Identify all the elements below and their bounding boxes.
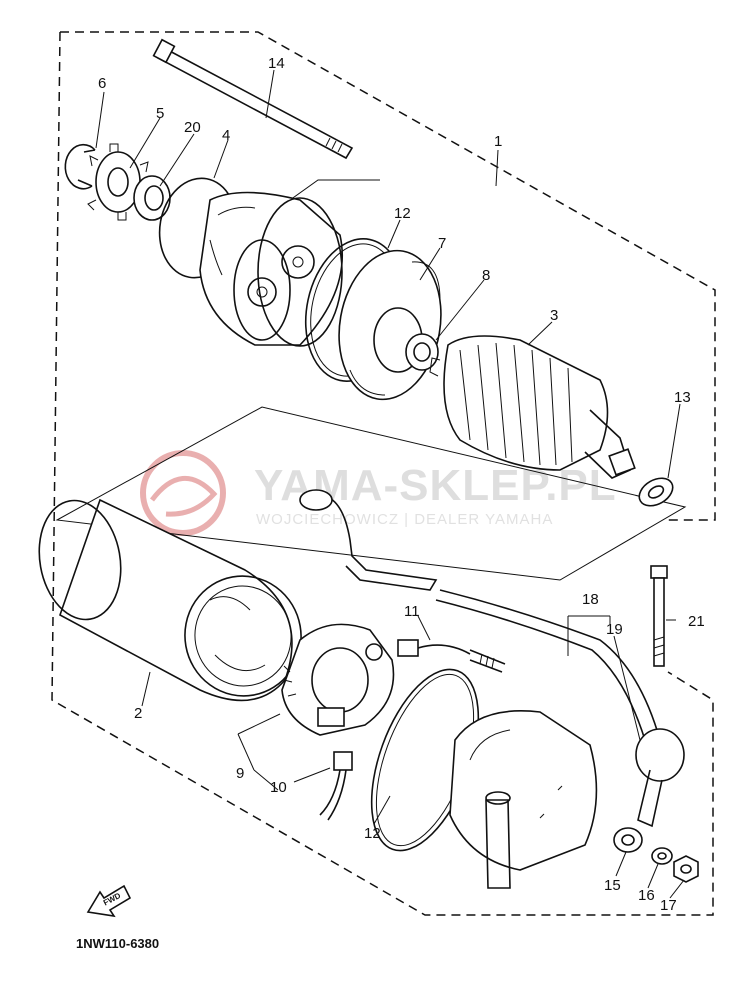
part-label-15: 15 [604,877,621,894]
part-label-9: 9 [236,765,244,782]
part-label-2: 2 [134,705,142,722]
part-labels: 1 2 3 4 5 6 7 8 9 10 11 12 12 13 14 15 1… [98,55,705,914]
watermark-logo-swoosh [150,476,218,517]
brush [319,751,353,821]
part-label-11: 11 [404,603,420,620]
part-label-21: 21 [688,613,705,630]
armature [429,335,636,479]
leader-lines [95,69,685,899]
washer-16 [651,847,673,865]
part-label-3: 3 [550,307,558,324]
washer-8 [405,333,439,371]
watermark-logo-icon [140,450,226,536]
assembly-boundary-lower [51,31,714,916]
part-label-13: 13 [674,389,691,406]
plate [338,249,442,401]
part-label-6: 6 [98,75,106,92]
part-label-4: 4 [222,127,230,144]
bolt-21 [650,565,668,667]
part-label-5: 5 [156,105,164,122]
through-bolt [152,38,354,160]
cable [299,489,685,828]
front-bracket [199,191,344,347]
washer-13 [638,477,674,507]
part-label-12-lower: 12 [364,825,381,842]
drawing-code: 1NW110-6380 [76,936,159,951]
part-label-12-upper: 12 [394,205,411,222]
part-label-20: 20 [184,119,201,136]
washer-20 [133,175,171,221]
rear-cover [449,710,598,889]
part-label-10: 10 [270,779,287,796]
lead-wire [397,639,506,673]
nut-15 [613,827,643,853]
part-label-7: 7 [438,235,446,252]
assembly-boundary-upper [60,31,716,521]
yoke [38,498,302,702]
brush-holder [281,623,395,736]
watermark-subtitle: WOJCIECHOWICZ | DEALER YAMAHA [256,511,553,528]
armature-frame [55,406,687,581]
circlip [64,143,96,190]
part-label-8: 8 [482,267,490,284]
part-label-1: 1 [494,133,502,150]
nut-17 [673,855,699,883]
fwd-arrow-icon: FWD [86,884,132,918]
part-label-18: 18 [582,591,599,608]
part-label-14: 14 [268,55,285,72]
part-label-19: 19 [606,621,623,638]
part-label-16: 16 [638,887,655,904]
part-label-17: 17 [660,897,677,914]
